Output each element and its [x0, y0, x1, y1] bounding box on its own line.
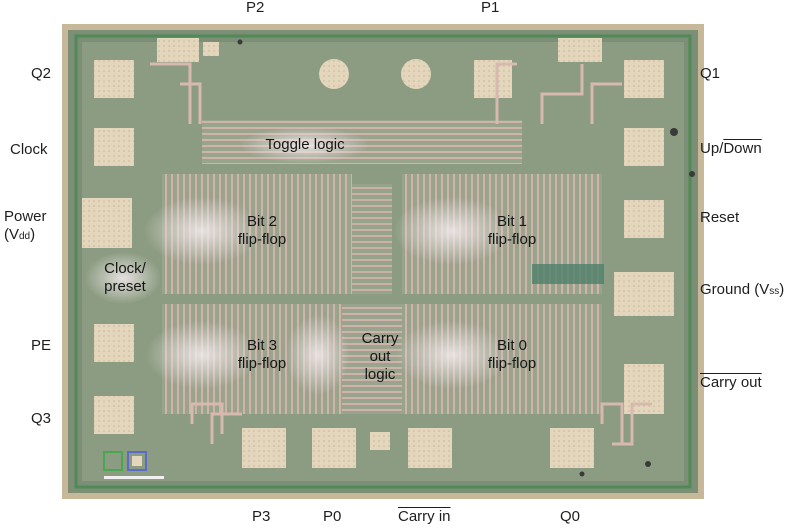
pin-label-q2: Q2 [31, 65, 52, 82]
region-carry-out-logic: Carry out logic [362, 330, 399, 384]
pin-label-p0: P0 [323, 508, 342, 525]
pin-label-pe: PE [31, 337, 52, 354]
marker-square [103, 451, 123, 471]
bond-pad [94, 60, 134, 98]
region-clock-preset: Clock/ preset [104, 260, 146, 296]
bond-pad [94, 324, 134, 362]
region-bit0-flipflop: Bit 0 flip-flop [488, 337, 536, 373]
bond-pad-round [319, 59, 349, 89]
pin-label-power-line1: Power [4, 208, 47, 225]
region-clock-preset-line1: Clock/ [104, 260, 146, 277]
pin-label-up: Up/ [700, 140, 724, 157]
region-bit1-line1: Bit 1 [496, 213, 528, 230]
pin-label-ground: Ground (Vss) [700, 281, 785, 298]
pin-label-q1: Q1 [700, 65, 721, 82]
pin-label-p3: P3 [252, 508, 271, 525]
region-carry-out-line2: out [369, 348, 391, 365]
region-toggle-logic: Toggle logic [265, 136, 344, 154]
bond-pad [242, 428, 286, 468]
region-bit3-line1: Bit 3 [246, 337, 278, 354]
bond-pad [624, 60, 664, 98]
region-bit0-line1: Bit 0 [496, 337, 528, 354]
bond-pad [558, 38, 602, 62]
bond-pad [550, 428, 594, 468]
region-carry-out-line1: Carry [361, 330, 399, 347]
pin-label-down: Down [723, 140, 762, 157]
marker-square [127, 451, 147, 471]
guard-ring [74, 34, 692, 489]
pin-label-up-down: Up/Down [700, 140, 762, 158]
bond-pad [624, 128, 664, 166]
bond-pad [614, 272, 674, 316]
pin-label-q0: Q0 [560, 508, 581, 525]
region-bit2-flipflop: Bit 2 flip-flop [238, 213, 286, 249]
region-bit1-line2: flip-flop [487, 231, 537, 248]
region-bit2-line2: flip-flop [237, 231, 287, 248]
pin-label-clock: Clock [10, 141, 48, 158]
region-toggle-logic-label: Toggle logic [265, 136, 345, 153]
bond-pad [157, 38, 199, 62]
pin-label-p1: P1 [481, 0, 500, 16]
pin-label-power-line2: (Vdd) [4, 226, 36, 243]
region-bit2-line1: Bit 2 [246, 213, 278, 230]
region-carry-out-line3: logic [364, 366, 396, 383]
bond-pad [624, 364, 664, 414]
pin-label-carry-out: Carry out [700, 374, 762, 391]
pin-label-q3: Q3 [31, 410, 52, 427]
region-bit3-flipflop: Bit 3 flip-flop [238, 337, 286, 373]
region-bit0-line2: flip-flop [487, 355, 537, 372]
region-clock-preset-line2: preset [104, 278, 146, 295]
region-bit3-line2: flip-flop [237, 355, 287, 372]
bond-pad [408, 428, 452, 468]
bond-pad-round [401, 59, 431, 89]
carry-logic-traces [342, 304, 402, 414]
chip-die-image [62, 24, 704, 499]
bond-pad [370, 432, 390, 450]
bond-pad [94, 396, 134, 434]
bond-pad [312, 428, 356, 468]
pin-label-p2: P2 [246, 0, 265, 16]
pin-label-carry-in: Carry in [398, 508, 451, 525]
region-bit1-flipflop: Bit 1 flip-flop [488, 213, 536, 249]
pin-label-reset: Reset [700, 209, 740, 226]
bond-pad [624, 200, 664, 238]
bond-pad [203, 42, 219, 56]
pin-label-power: Power (Vdd) [4, 208, 47, 246]
bond-pad [82, 198, 132, 248]
bond-pad [94, 128, 134, 166]
bond-pad [474, 60, 512, 98]
